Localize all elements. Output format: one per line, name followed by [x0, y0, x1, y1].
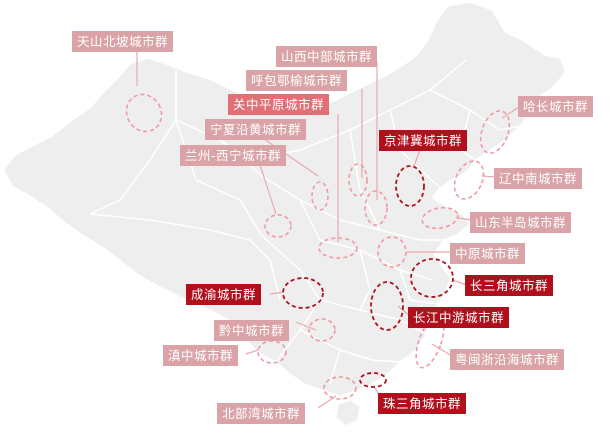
hainan-island: [335, 399, 361, 427]
ellipse-shandong: [421, 206, 459, 230]
ellipse-pearl-river: [359, 372, 387, 388]
ellipse-tianshan-north: [125, 93, 163, 133]
ellipse-beijing-tianjin: [395, 165, 425, 207]
label-chengyu: 成渝城市群: [186, 284, 262, 305]
leader-central-guizhou: [295, 321, 317, 331]
label-tianshan-north: 天山北坡城市群: [72, 31, 174, 52]
border-tibet: [89, 213, 281, 301]
label-hubao-eyu: 呼包鄂榆城市群: [246, 70, 348, 91]
landmass-outline: [3, 1, 567, 397]
border-inner-mongolia: [249, 59, 467, 161]
ellipse-central-guizhou: [308, 318, 336, 342]
label-liaoning: 辽中南城市群: [494, 168, 583, 189]
ellipse-shanxi-central: [364, 190, 388, 226]
label-beijing-tianjin: 京津冀城市群: [379, 130, 468, 151]
cluster-outlines-dark: [282, 165, 454, 388]
leader-beijing-tianjin: [413, 149, 421, 167]
ellipse-lanzhou-xining: [264, 214, 292, 238]
ellipse-central-yunnan: [257, 340, 287, 364]
ellipse-ningxia: [311, 181, 329, 211]
ellipse-harbin-changchun: [479, 110, 511, 154]
label-guanzhong: 关中平原城市群: [228, 94, 330, 115]
leader-shandong: [457, 217, 473, 221]
ellipse-hubao-eyu: [348, 163, 368, 197]
label-yangtze-delta: 长三角城市群: [465, 275, 554, 296]
ellipse-chengyu: [282, 277, 324, 309]
label-pearl-river: 珠三角城市群: [378, 393, 467, 414]
border-south: [299, 329, 401, 385]
ellipse-guanzhong: [318, 237, 358, 259]
label-shandong: 山东半岛城市群: [470, 212, 572, 233]
leader-west-coast: [431, 343, 453, 357]
leader-chengyu: [269, 291, 285, 295]
leader-liaoning: [481, 175, 497, 178]
label-west-coast: 粤闽浙沿海城市群: [450, 349, 565, 370]
label-harbin-changchun: 哈长城市群: [518, 96, 594, 117]
ellipse-yangtze-delta: [410, 258, 454, 298]
label-central-plains: 中原城市群: [450, 243, 526, 264]
leader-central-yunnan: [245, 349, 259, 355]
leader-lanzhou-xining: [259, 164, 277, 215]
label-middle-yangtze: 长江中游城市群: [408, 307, 510, 328]
label-central-guizhou: 黔中城市群: [214, 320, 290, 341]
leader-lines: [136, 52, 523, 409]
label-shanxi-central: 山西中部城市群: [276, 46, 378, 67]
label-lanzhou-xining: 兰州-西宁城市群: [180, 145, 287, 166]
label-beibu-gulf: 北部湾城市群: [217, 403, 306, 424]
border-east: [359, 249, 439, 311]
label-central-yunnan: 滇中城市群: [163, 345, 239, 366]
ellipse-middle-yangtze: [370, 281, 404, 331]
map-land: [3, 1, 567, 427]
ellipse-beibu-gulf: [323, 376, 357, 400]
label-ningxia: 宁夏沿黄城市群: [205, 119, 307, 140]
ellipse-central-plains: [377, 236, 407, 268]
